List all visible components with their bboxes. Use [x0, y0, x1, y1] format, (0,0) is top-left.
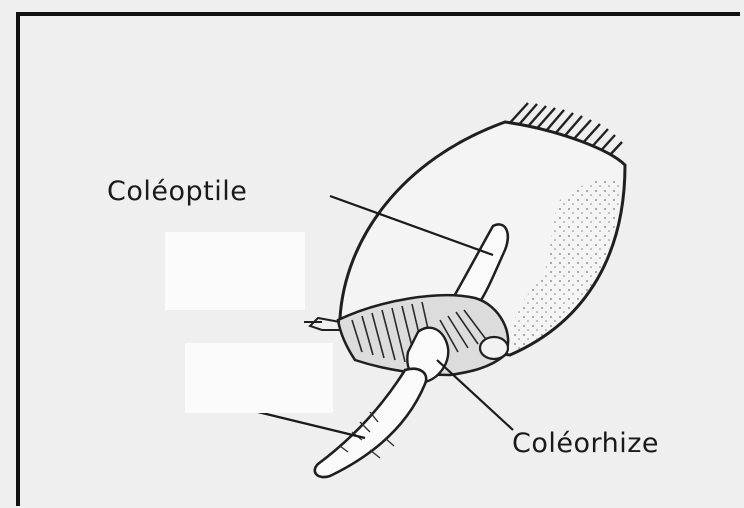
blank-label-box-1 [165, 232, 305, 310]
radicle-leader-line [258, 412, 365, 438]
left-rootlets [304, 318, 340, 330]
embryo-lobe [480, 337, 508, 359]
coleoptile-label: Coléoptile [107, 176, 247, 207]
blank-label-box-2 [185, 343, 333, 413]
coleorhize-label: Coléorhize [512, 428, 659, 459]
